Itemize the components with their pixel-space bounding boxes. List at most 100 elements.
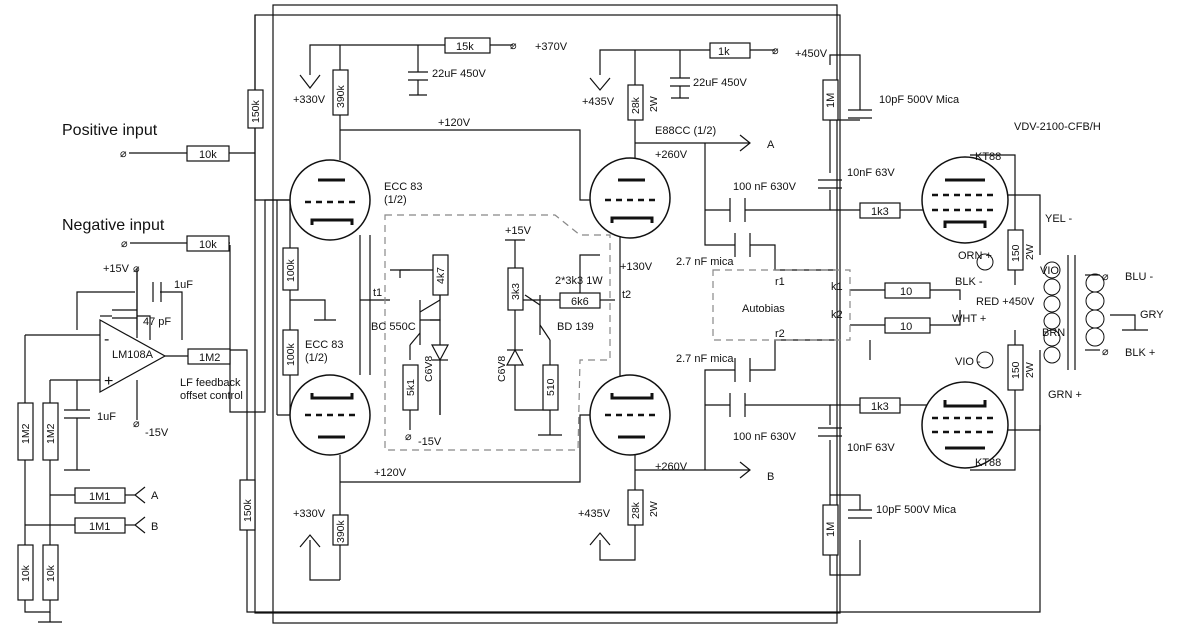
k1-label: k1 [831, 281, 843, 293]
blk-plus-label: BLK + [1125, 347, 1155, 359]
red-label: RED +450V [976, 296, 1035, 308]
mica-bottom-label: 2.7 nF mica [676, 353, 734, 365]
resistor-3k3 [507, 267, 524, 311]
resistor-1m-bottom-label: 1M [825, 522, 837, 537]
resistor-10k-negative [186, 235, 230, 252]
positive-input-label: Positive input [62, 122, 158, 139]
dashed-outlines [384, 214, 851, 451]
t1-label: t1 [373, 287, 382, 299]
opamp-lm108a [99, 268, 167, 394]
autobias-label: Autobias [742, 303, 785, 315]
zener-c6v8-left [431, 344, 449, 362]
resistor-4k7-label: 4k7 [435, 267, 447, 284]
svg-text:⌀: ⌀ [133, 263, 140, 275]
svg-text:⌀: ⌀ [120, 148, 127, 160]
resistor-1m2-b [42, 402, 59, 461]
blk-minus-label: BLK - [955, 276, 983, 288]
v435-bottom-label: +435V [578, 508, 611, 520]
resistor-390k-top [332, 69, 349, 116]
output-transformer [976, 253, 1105, 370]
kt88-top-label: KT88 [975, 151, 1001, 163]
tubes [289, 156, 1009, 469]
resistor-150-top [1007, 229, 1024, 271]
v120-bottom-label: +120V [374, 467, 407, 479]
feedback-a-label: A [151, 490, 159, 502]
resistor-1m1-b-label: 1M1 [89, 521, 110, 533]
plus15-cs-label: +15V [505, 225, 532, 237]
resistor-1m2-a-label: 1M2 [20, 423, 32, 444]
resistor-150k-top-label: 150k [250, 99, 262, 123]
resistor-390k-bottom [332, 514, 349, 546]
resistor-150-bottom-label: 150 [1010, 361, 1022, 379]
resistor-1k3-bottom-label: 1k3 [871, 401, 889, 413]
resistor-100k-b-label: 100k [285, 342, 297, 366]
resistor-10k-negative-label: 10k [199, 239, 217, 251]
ecc83-bottom-half: (1/2) [305, 352, 328, 364]
wht-label: WHT + [952, 313, 986, 325]
r2x3k3-label: 2*3k3 1W [555, 275, 603, 287]
lf-feedback-label-1: LF feedback [180, 377, 241, 389]
resistor-100k-a-label: 100k [285, 258, 297, 282]
v130-label: +130V [620, 261, 653, 273]
resistor-10-top-label: 10 [900, 286, 912, 298]
resistor-10k-positive [186, 145, 230, 162]
v370-label: +370V [535, 41, 568, 53]
terminals: ⌀ ⌀ ⌀ ⌀ ⌀ ⌀ ⌀ ⌀ ⌀ [120, 40, 1109, 548]
yel-label: YEL - [1045, 213, 1072, 225]
resistor-510 [542, 364, 559, 411]
opamp-minus-sign: - [104, 331, 109, 348]
resistor-6k6 [559, 292, 601, 309]
v330-bottom-label: +330V [293, 508, 326, 520]
resistor-15k [444, 37, 491, 54]
resistor-10k-positive-label: 10k [199, 149, 217, 161]
c47p-label: 47 pF [143, 316, 171, 328]
resistor-3k3-label: 3k3 [510, 283, 522, 300]
resistor-390k-top-label: 390k [335, 84, 347, 108]
v435-top-label: +435V [582, 96, 615, 108]
cap22u-1-label: 22uF 450V [432, 68, 486, 80]
resistor-1k [709, 42, 751, 59]
resistor-5k1-label: 5k1 [405, 379, 417, 396]
ecc83-top-label: ECC 83 [384, 181, 423, 193]
resistor-1m-top [822, 79, 839, 121]
resistor-28k-bottom [627, 489, 644, 526]
output-a-label: A [767, 139, 775, 151]
resistor-390k-bottom-label: 390k [335, 519, 347, 543]
vio-right-label: VIO [1040, 265, 1059, 277]
labels: Positive input Negative input LM108A LF … [62, 41, 1164, 533]
cap100n-bottom-label: 100 nF 630V [733, 431, 797, 443]
ecc83-bottom-label: ECC 83 [305, 339, 344, 351]
v450-label: +450V [795, 48, 828, 60]
resistor-1m1-b [74, 517, 126, 534]
gry-label: GRY [1140, 309, 1164, 321]
orn-label: ORN + [958, 250, 992, 262]
tube-ecc83-top [289, 159, 371, 241]
resistor-1m2-out [187, 348, 231, 365]
feedback-b-label: B [151, 521, 158, 533]
tube-kt88-top [921, 156, 1009, 244]
svg-text:⌀: ⌀ [1102, 346, 1109, 358]
resistor-1m-bottom [822, 504, 839, 556]
negative-input-label: Negative input [62, 217, 165, 234]
resistor-10k-b-label: 10k [45, 564, 57, 582]
resistor-10k-b [42, 544, 59, 601]
resistor-10-bottom [884, 317, 931, 334]
c10p-top-label: 10pF 500V Mica [879, 94, 960, 106]
resistor-5k1 [402, 364, 419, 411]
resistor-10k-a [17, 544, 34, 601]
resistor-1m1-a [74, 487, 126, 504]
r2-label: r2 [775, 328, 785, 340]
w2-top-label: 2W [648, 96, 660, 112]
mica-top-label: 2.7 nF mica [676, 256, 734, 268]
opamp-minus15-label: -15V [145, 427, 169, 439]
svg-text:⌀: ⌀ [133, 418, 140, 430]
w2-150-top-label: 2W [1024, 244, 1036, 260]
bd139-label: BD 139 [557, 321, 594, 333]
resistor-10-top [884, 282, 931, 299]
brn-label: BRN [1042, 327, 1065, 339]
capacitors [64, 71, 872, 519]
resistor-1k-label: 1k [718, 46, 730, 58]
v330-top-label: +330V [293, 94, 326, 106]
resistor-1m2-a [17, 402, 34, 461]
resistor-1k3-bottom [859, 397, 901, 414]
